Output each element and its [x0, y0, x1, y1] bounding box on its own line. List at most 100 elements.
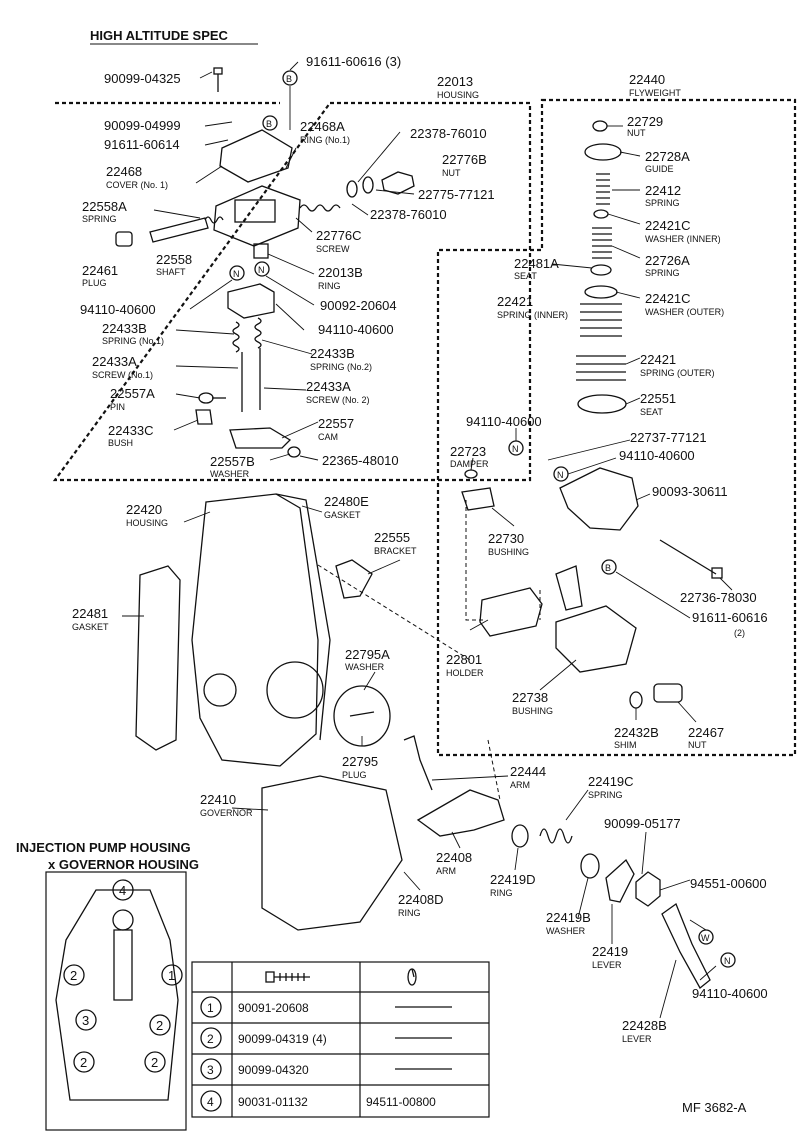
- svg-text:SPRING: SPRING: [645, 268, 680, 278]
- svg-text:SPRING: SPRING: [82, 214, 117, 224]
- inset-marker-2-right-bot: 2: [144, 1051, 166, 1073]
- figure-code: MF 3682-A: [682, 1100, 747, 1115]
- row-1-bolt: 90091-20608: [238, 1001, 309, 1015]
- label-91611-60616-3: 91611-60616 (3): [306, 54, 401, 69]
- svg-text:1: 1: [207, 1001, 214, 1015]
- svg-text:SEAT: SEAT: [640, 407, 663, 417]
- svg-text:SPRING: SPRING: [588, 790, 623, 800]
- svg-text:22365-48010: 22365-48010: [322, 453, 399, 468]
- label-94110-40600-b: 94110-40600: [318, 322, 394, 337]
- label-90099-04999: 90099-04999: [104, 118, 181, 133]
- svg-text:22421C: 22421C: [645, 218, 691, 233]
- svg-text:LEVER: LEVER: [622, 1034, 652, 1044]
- svg-text:22801: 22801: [446, 652, 482, 667]
- seat-22481a: [590, 264, 612, 276]
- svg-text:22557B: 22557B: [210, 454, 255, 469]
- callout-b-top: B: [282, 70, 298, 86]
- nut-22467: [653, 683, 683, 703]
- inset-marker-2-left-bot: 2: [73, 1051, 95, 1073]
- svg-text:2: 2: [70, 968, 77, 983]
- inset-title-line-2: x GOVERNOR HOUSING: [48, 857, 199, 872]
- svg-text:22410: 22410: [200, 792, 236, 807]
- svg-text:22736-78030: 22736-78030: [680, 590, 757, 605]
- svg-text:22723: 22723: [450, 444, 486, 459]
- inset-slot: [113, 929, 133, 1001]
- plug-22461: [115, 231, 133, 247]
- svg-text:W: W: [701, 933, 710, 943]
- svg-text:22468: 22468: [106, 164, 142, 179]
- svg-text:SHAFT: SHAFT: [156, 267, 186, 277]
- inset-marker-3: 3: [75, 1009, 97, 1031]
- svg-text:22726A: 22726A: [645, 253, 690, 268]
- bolt-90099-04325: [213, 67, 223, 92]
- svg-text:3: 3: [207, 1063, 214, 1077]
- svg-text:22795: 22795: [342, 754, 378, 769]
- spring-22419c: [539, 828, 573, 844]
- inset-marker-2-right-mid: 2: [149, 1014, 171, 1036]
- svg-text:1: 1: [168, 968, 175, 983]
- svg-text:22421: 22421: [497, 294, 533, 309]
- svg-text:22433A: 22433A: [306, 379, 351, 394]
- housing-22420: [191, 493, 324, 767]
- svg-text:N: N: [233, 269, 240, 279]
- svg-text:SPRING (OUTER): SPRING (OUTER): [640, 368, 715, 378]
- washer-22421c-inner: [593, 209, 609, 219]
- svg-text:94110-40600: 94110-40600: [80, 302, 156, 317]
- spring-22412: [596, 173, 610, 205]
- svg-text:2: 2: [151, 1055, 158, 1070]
- svg-text:22432B: 22432B: [614, 725, 659, 740]
- label-22378-76010-bottom: 22378-76010: [370, 207, 447, 222]
- svg-text:22420: 22420: [126, 502, 162, 517]
- svg-text:4: 4: [207, 1095, 214, 1109]
- svg-text:(2): (2): [734, 628, 745, 638]
- svg-text:22729: 22729: [627, 114, 663, 129]
- lever-22428b: [661, 902, 711, 989]
- svg-text:22378-76010: 22378-76010: [410, 126, 487, 141]
- svg-text:RING: RING: [398, 908, 421, 918]
- svg-text:N: N: [724, 956, 731, 966]
- svg-text:22013B: 22013B: [318, 265, 363, 280]
- svg-text:22558: 22558: [156, 252, 192, 267]
- ring-22013b: [253, 243, 269, 259]
- svg-text:22776B: 22776B: [442, 152, 487, 167]
- svg-text:PLUG: PLUG: [82, 278, 107, 288]
- callout-b-holder: B: [601, 559, 617, 575]
- svg-text:SPRING: SPRING: [645, 198, 680, 208]
- svg-text:3: 3: [82, 1013, 89, 1028]
- arm-22408: [416, 789, 505, 837]
- svg-text:2: 2: [207, 1032, 214, 1046]
- label-94110-40600-e: 94110-40600: [692, 986, 768, 1001]
- svg-text:B: B: [266, 119, 272, 129]
- inset-marker-1-right-top: 1: [161, 964, 183, 986]
- pin-22557a: [198, 392, 226, 404]
- label-94551-00600: 94551-00600: [690, 876, 767, 891]
- svg-text:SHIM: SHIM: [614, 740, 637, 750]
- svg-text:SPRING (No.1): SPRING (No.1): [102, 336, 164, 346]
- callout-n-right: N: [254, 261, 270, 277]
- svg-text:91611-60616: 91611-60616: [692, 610, 768, 625]
- row-2-bolt: 90099-04319 (4): [238, 1032, 327, 1046]
- housing-22013: [213, 185, 301, 247]
- svg-text:22408: 22408: [436, 850, 472, 865]
- leader-lines: [122, 61, 733, 1019]
- bushing-22730: [461, 487, 495, 511]
- damper-22723: [464, 469, 478, 479]
- svg-text:91611-60616 (3): 91611-60616 (3): [306, 54, 401, 69]
- svg-text:22013: 22013: [437, 74, 473, 89]
